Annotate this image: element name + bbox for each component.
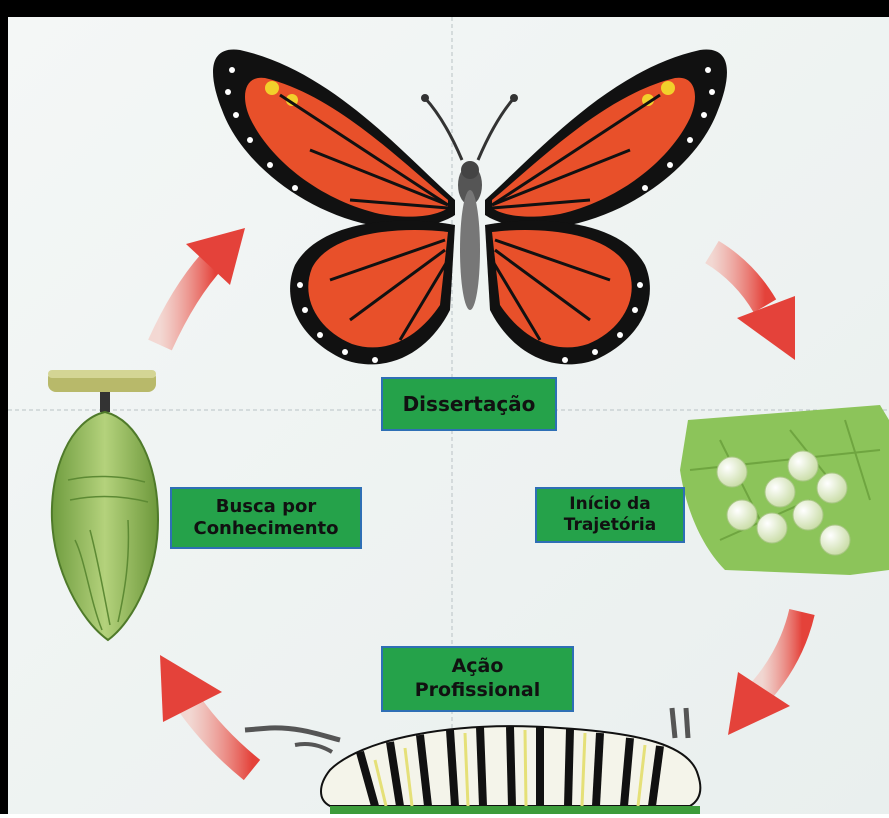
stage-label-line: Busca por: [216, 496, 316, 519]
stage-label-line: Dissertação: [403, 392, 536, 417]
stage-label-line: Trajetória: [564, 515, 656, 536]
eggs-on-leaf-icon: [680, 405, 889, 575]
stage-label-inicio: Início da Trajetória: [535, 487, 685, 543]
stage-label-line: Conhecimento: [193, 518, 338, 541]
stage-label-dissertacao: Dissertação: [381, 377, 557, 431]
stage-label-busca: Busca por Conhecimento: [170, 487, 362, 549]
stage-label-line: Profissional: [415, 679, 540, 703]
stage-label-line: Início da: [569, 494, 650, 515]
stage-label-line: Ação: [452, 655, 504, 679]
stage-label-acao: Ação Profissional: [381, 646, 574, 712]
